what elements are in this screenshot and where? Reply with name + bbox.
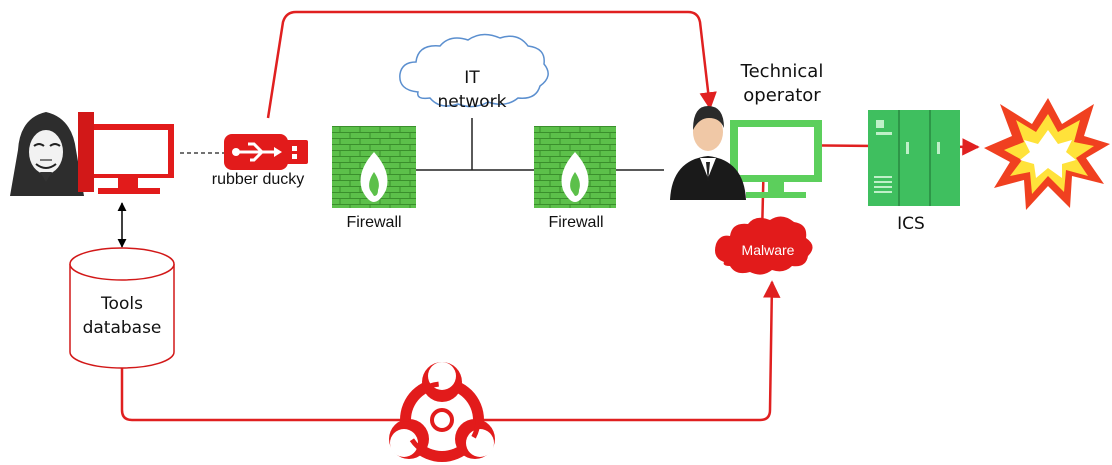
hacker-computer-icon <box>78 112 174 194</box>
cloud-icon <box>399 33 549 108</box>
operator-computer-icon <box>730 120 822 198</box>
firewall-right-label: Firewall <box>548 214 604 231</box>
firewall-icon <box>534 126 616 208</box>
hacker-icon <box>10 112 84 196</box>
technical-operator-label: Technical operator <box>740 61 824 106</box>
usb-to-operator-path <box>266 10 717 119</box>
ics-cabinet-icon <box>868 110 960 206</box>
malware-label: Malware <box>741 242 795 258</box>
operator-icon <box>670 106 746 200</box>
it-network-label: IT network <box>437 68 507 112</box>
ics-label: ICS <box>897 214 925 234</box>
rubber-ducky-label: rubber ducky <box>211 171 305 188</box>
tools-database-label: Tools database <box>82 294 162 338</box>
malware-cloud-icon <box>715 216 813 275</box>
firewall-icon <box>332 126 416 208</box>
database-icon <box>69 247 175 369</box>
biohazard-icon <box>389 362 495 462</box>
explosion-icon <box>984 98 1110 210</box>
usb-stick-icon <box>224 134 308 170</box>
firewall-left-label: Firewall <box>346 214 402 231</box>
